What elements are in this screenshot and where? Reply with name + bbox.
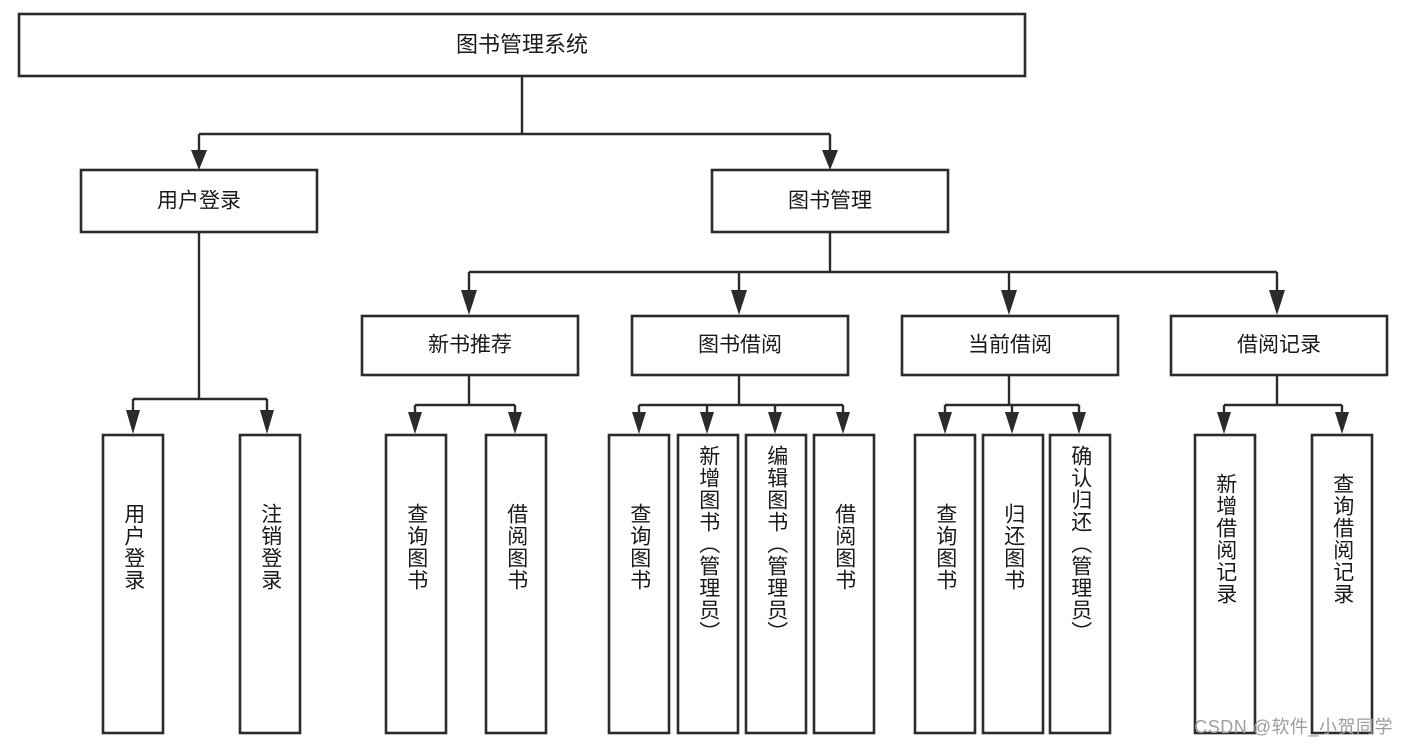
arrow-to-leaf-query-book-1 — [408, 412, 422, 434]
node-box-borrow-record[interactable] — [1169, 314, 1389, 377]
node-box-root[interactable] — [17, 12, 1027, 78]
node-label-book-borrow: 图书借阅 — [698, 334, 782, 357]
node-label-book-management: 图书管理 — [788, 190, 872, 213]
watermark-text: CSDN @软件_小贺同学 — [1194, 717, 1393, 737]
arrow-to-leaf-borrow-book-1 — [508, 412, 522, 434]
node-box-book-borrow[interactable] — [630, 314, 850, 377]
connector-group — [126, 76, 1349, 434]
arrow-to-leaf-confirm-return — [1072, 412, 1086, 434]
node-box-leaf-return-book[interactable] — [981, 433, 1045, 735]
node-box-leaf-query-book-3[interactable] — [913, 433, 977, 735]
node-label-new-book-recommend: 新书推荐 — [428, 334, 512, 357]
arrow-to-leaf-borrow-book-2 — [836, 412, 850, 434]
node-box-leaf-borrow-book-2[interactable] — [812, 433, 876, 735]
node-box-leaf-user-login[interactable] — [101, 433, 165, 735]
arrow-to-leaf-user-logout — [260, 410, 274, 434]
node-box-new-book-recommend[interactable] — [360, 314, 580, 377]
node-box-leaf-query-record[interactable] — [1310, 433, 1374, 735]
arrow-to-leaf-add-book — [700, 412, 714, 434]
arrow-to-leaf-return-book — [1005, 412, 1019, 434]
node-label-current-borrow: 当前借阅 — [968, 334, 1052, 357]
node-label-borrow-record: 借阅记录 — [1237, 334, 1321, 357]
arrow-to-leaf-user-login — [126, 410, 140, 434]
arrow-to-leaf-query-record — [1335, 412, 1349, 434]
arrow-to-leaf-add-record — [1217, 412, 1231, 434]
node-box-current-borrow[interactable] — [900, 314, 1120, 377]
arrow-to-user-login — [191, 150, 207, 170]
node-box-leaf-query-book-2[interactable] — [607, 433, 671, 735]
arrow-to-leaf-edit-book — [768, 412, 782, 434]
arrow-to-leaf-query-book-2 — [632, 412, 646, 434]
node-box-leaf-user-logout[interactable] — [238, 433, 302, 735]
arrow-to-leaf-query-book-3 — [938, 412, 952, 434]
arrow-to-borrow-record — [1269, 290, 1285, 315]
arrow-to-new-book-recommend — [461, 290, 477, 315]
node-box-user-login[interactable] — [79, 168, 319, 234]
node-box-leaf-borrow-book-1[interactable] — [484, 433, 548, 735]
node-box-leaf-query-book-1[interactable] — [384, 433, 448, 735]
node-group: 图书管理系统 用户登录 图书管理 新书推荐 图书借阅 当前借阅 借阅记录 — [17, 12, 1389, 735]
node-box-book-management[interactable] — [710, 168, 950, 234]
node-box-leaf-add-book[interactable] — [676, 433, 740, 735]
node-box-leaf-confirm-return[interactable] — [1048, 433, 1112, 735]
arrow-to-book-management — [822, 150, 838, 170]
node-box-leaf-add-record[interactable] — [1193, 433, 1257, 735]
arrow-to-current-borrow — [1001, 290, 1017, 315]
node-label-root: 图书管理系统 — [456, 32, 588, 57]
node-box-leaf-edit-book[interactable] — [744, 433, 808, 735]
node-label-user-login: 用户登录 — [157, 190, 241, 213]
arrow-to-book-borrow — [731, 290, 747, 315]
